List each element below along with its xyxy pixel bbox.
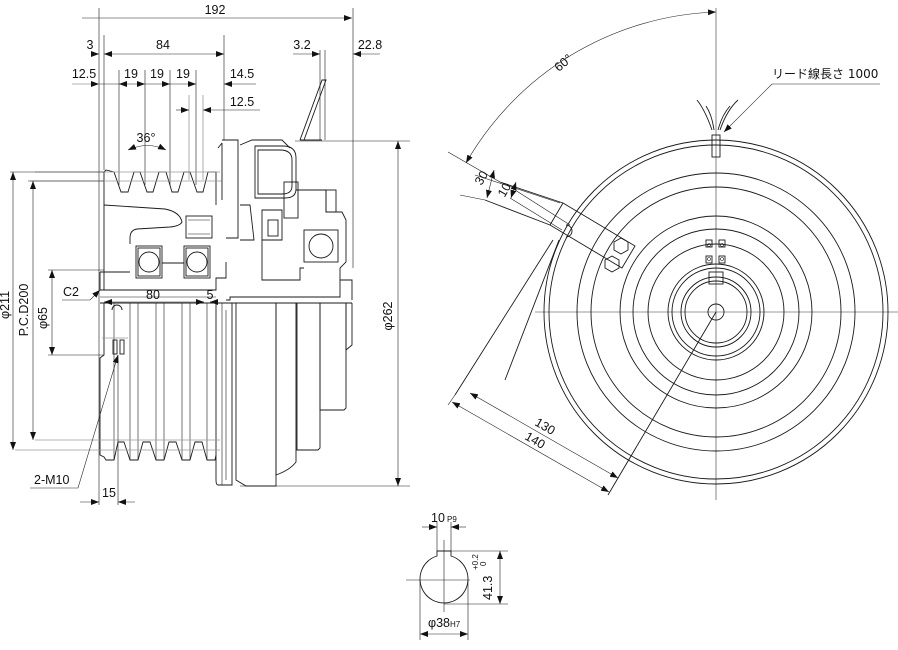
clutch-body-lower	[215, 279, 353, 487]
dim-pulley-width: 84	[156, 38, 170, 52]
dim-left-offset: 3	[87, 38, 94, 52]
torque-arm	[454, 181, 636, 396]
dim-key-depth-tol-upper: +0.2	[471, 554, 480, 570]
dim-outer-diameter: φ211	[0, 291, 12, 319]
dim-key-width-tolerance: P9	[447, 515, 457, 524]
dim-bore-diameter: φ65	[36, 307, 50, 329]
dim-key-width: 10	[431, 511, 445, 525]
dim-pitch-circle: P.C.D200	[17, 284, 31, 337]
dim-bore-tolerance: H7	[450, 620, 461, 629]
keyway-detail: 10 P9 41.3 +0.2 0 φ38 H7	[406, 511, 508, 640]
dim-groove-pitch-1: 19	[124, 67, 138, 81]
dim-groove-angle: 36°	[137, 131, 156, 145]
dim-bore: φ38	[428, 616, 450, 630]
dim-flange-left: 12.5	[72, 67, 96, 81]
label-set-screws: 2-M10	[34, 473, 69, 487]
dim-inner-offset: 12.5	[230, 95, 254, 109]
pulley-upper	[30, 169, 227, 291]
dim-slot-width: 10	[495, 180, 514, 199]
dim-key-depth: 41.3	[481, 576, 495, 600]
dim-groove-pitch-3: 19	[176, 67, 190, 81]
clutch-body-upper	[217, 79, 347, 281]
dim-screw-offset: 15	[102, 486, 116, 500]
dim-flange-right: 14.5	[230, 67, 254, 81]
dim-gap-right: 22.8	[358, 38, 382, 52]
concentric-rings	[543, 139, 889, 485]
side-view: 192 3 84 3.2 22.8 12.5 19 19 19 14.5 12.…	[0, 3, 410, 505]
label-lead-wire: リード線長さ 1000	[772, 66, 878, 81]
dim-key-depth-tol-lower: 0	[479, 561, 488, 566]
label-chamfer: C2	[63, 285, 79, 299]
dim-bore-length: 80	[146, 288, 160, 302]
front-view: リード線長さ 1000 60° 30 10 130 1	[447, 8, 898, 500]
dim-overall-length: 192	[205, 3, 226, 17]
dim-step: 5	[207, 288, 214, 302]
dim-groove-pitch-2: 19	[150, 67, 164, 81]
dim-arm-width: 30	[472, 168, 491, 187]
dim-body-diameter: φ262	[381, 301, 395, 330]
dim-gap-left: 3.2	[293, 38, 310, 52]
